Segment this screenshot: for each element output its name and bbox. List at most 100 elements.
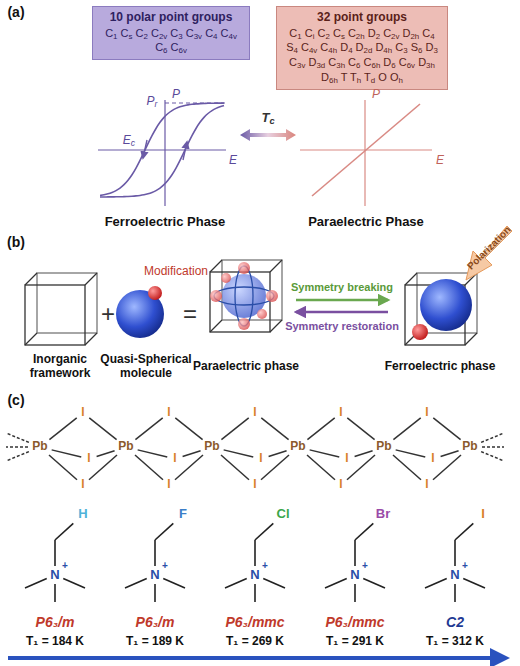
cube [210,260,282,332]
atom-label: Pb [204,440,219,454]
bond [6,452,29,461]
bond [455,523,473,540]
bond [54,584,56,602]
atom-label: Pb [376,440,391,454]
cube-frames [25,260,477,345]
atom-label: Pb [118,440,133,454]
atom-label: I [87,452,90,466]
atom-label: I [339,478,342,492]
atom-label: I [259,452,262,466]
bond [393,455,421,480]
atom-label: I [339,406,342,420]
component-label: Inorganic framework [18,353,102,381]
atom-label: I [431,452,434,466]
arrow-label: Symmetry breaking [291,281,393,294]
bond [310,450,340,457]
charge-label: + [362,560,368,572]
charge-label: + [62,560,68,572]
atom-label: F [179,507,187,522]
trend-arrow [8,658,506,659]
bond [125,579,147,588]
bond [482,446,504,448]
bond [347,418,374,440]
atom-label: H [78,507,87,522]
atom-label: I [425,406,428,420]
bond [441,451,459,457]
point-group-box: 32 point groupsC1 Ci C2 Cs C2h D2 C2v D2… [276,6,448,90]
bond [89,418,116,440]
bond [261,455,289,480]
bond [425,579,447,588]
cube [25,273,97,345]
axis-label: E [436,154,444,168]
direction-arrow [143,140,147,158]
atom-label: N [250,568,259,583]
bond [307,418,334,440]
atom-label: Pb [290,440,305,454]
operator-symbol: + [101,300,115,328]
bond [89,455,117,480]
bond [54,540,56,566]
bond [138,450,168,457]
hysteresis-axes [98,100,226,206]
panel-letter: (a) [7,4,24,20]
component-label: Paraelectric phase [193,360,299,374]
bond [396,450,426,457]
transition-temperature: T₁ = 291 K [326,635,384,649]
bond [135,418,162,440]
space-group: P6₃/mmc [225,614,284,630]
bond [354,584,356,602]
point-group-list: C1 Cs C2 C2v C3 C3v C4 C4v C6 C6v [99,26,243,56]
bond [263,579,285,588]
linear-plot [300,100,432,206]
bond [175,455,203,480]
transition-temperature: T₁ = 312 K [426,635,484,649]
atom-label: I [167,478,170,492]
space-group: P6₃/m [136,614,175,630]
atom-label: I [481,507,485,522]
atom-label: N [50,568,59,583]
bond [55,523,73,540]
axis-label: Pr [147,95,158,109]
bond [393,418,420,440]
bond [354,540,356,566]
cube [405,273,477,345]
atom-label: Pb [462,440,477,454]
bond [255,523,273,540]
phase-label: Paraelectric Phase [308,215,424,230]
atom-label: I [81,406,84,420]
bond [254,540,256,566]
axis-label: P [172,88,180,102]
atom-label: N [350,568,359,583]
space-group: P6₃/mmc [325,614,384,630]
bond [433,418,460,440]
arrow-label: Modification [144,265,208,279]
bond [175,418,202,440]
symmetry-arrows [296,300,388,312]
panel-letter: (b) [7,234,25,250]
transition-arrow [240,129,296,141]
bond [325,579,347,588]
axis-label: E [229,154,237,168]
bond [463,579,485,588]
axis-label: P [372,88,380,102]
atom-label: I [253,406,256,420]
cation-bonds [25,523,485,602]
bond [307,455,335,480]
bond [254,584,256,602]
bond [269,451,287,457]
transition-label: Tc [261,111,274,126]
component-label: Ferroelectric phase [385,360,496,374]
bond [433,455,461,480]
bond [97,451,115,457]
component-label: Quasi-Spherical molecule [100,353,192,381]
bond [355,451,373,457]
bond [6,433,29,442]
charge-label: + [162,560,168,572]
bond [49,418,76,440]
direction-arrow [183,142,187,160]
bond [355,523,373,540]
ferroelectric-molecule [412,279,472,340]
panel-letter: (c) [7,392,24,408]
